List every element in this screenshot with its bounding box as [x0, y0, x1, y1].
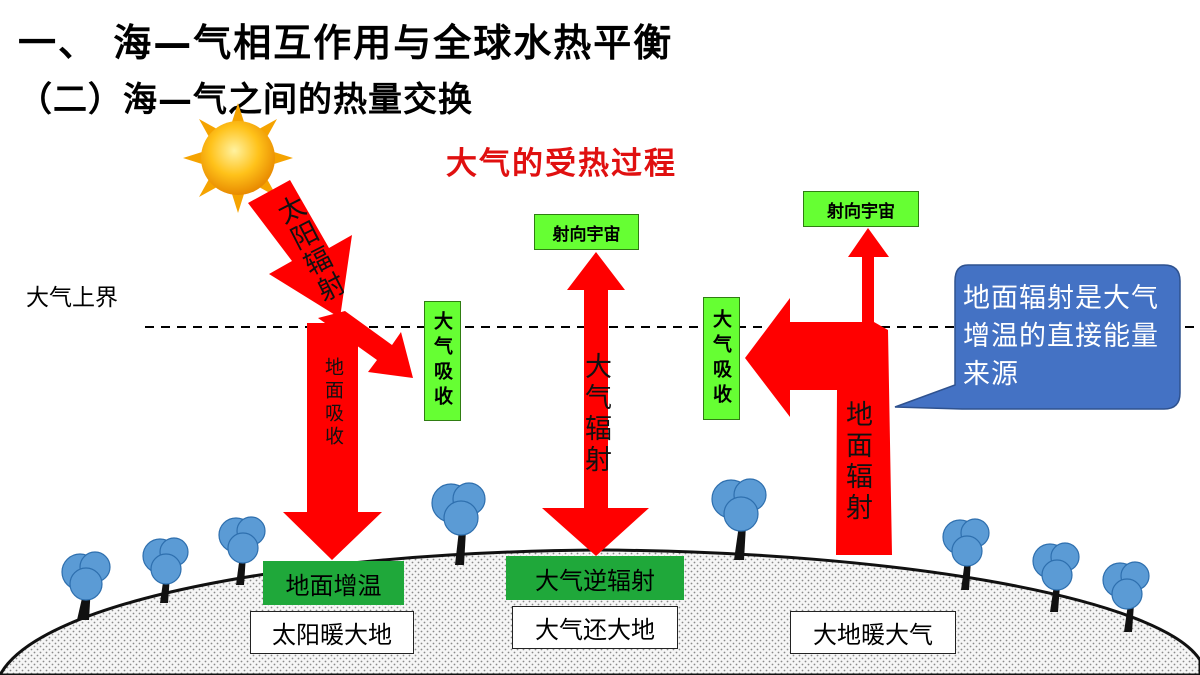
atm-absorb-box-right: 大气吸收	[703, 297, 740, 420]
counter-radiation-box: 大气逆辐射	[506, 556, 684, 600]
sun-icon	[183, 103, 293, 213]
ground-radiation-arrow	[745, 228, 892, 555]
summary-box-2: 大气还大地	[512, 606, 678, 649]
tree-icon	[142, 537, 189, 603]
atm-absorb-arrow	[318, 311, 413, 378]
tree-icon	[431, 482, 486, 565]
ground-radiation-label: 地面辐射	[841, 400, 872, 524]
summary-box-1: 太阳暖大地	[250, 611, 414, 654]
atm-radiation-label: 大气辐射	[580, 352, 611, 476]
tree-icon	[711, 478, 767, 560]
callout-bubble	[894, 264, 1181, 410]
tree-icon	[1032, 542, 1080, 612]
ground-warm-box: 地面增温	[263, 561, 404, 605]
tree-icon	[218, 516, 266, 585]
atm-absorb-box-left: 大气吸收	[424, 301, 461, 421]
tree-icon	[1102, 561, 1150, 632]
to-space-box-right: 射向宇宙	[803, 191, 919, 227]
diagram-title: 大气的受热过程	[446, 146, 677, 182]
atm-radiation-arrow	[542, 252, 649, 556]
page-title: 一、 海—气相互作用与全球水热平衡	[18, 21, 674, 65]
tree-icon	[942, 518, 990, 590]
tree-icon	[61, 551, 111, 620]
to-space-box-middle: 射向宇宙	[534, 214, 639, 250]
summary-box-3: 大地暖大气	[790, 611, 956, 654]
ground-absorb-label: 地面吸收	[322, 357, 344, 449]
solar-radiation-arrow	[248, 180, 352, 318]
ground-absorb-arrow	[283, 323, 382, 560]
section-subtitle: （二）海—气之间的热量交换	[18, 80, 473, 120]
callout-text: 地面辐射是大气增温的直接能量来源	[963, 283, 1159, 390]
atmosphere-boundary-label: 大气上界	[26, 285, 118, 311]
